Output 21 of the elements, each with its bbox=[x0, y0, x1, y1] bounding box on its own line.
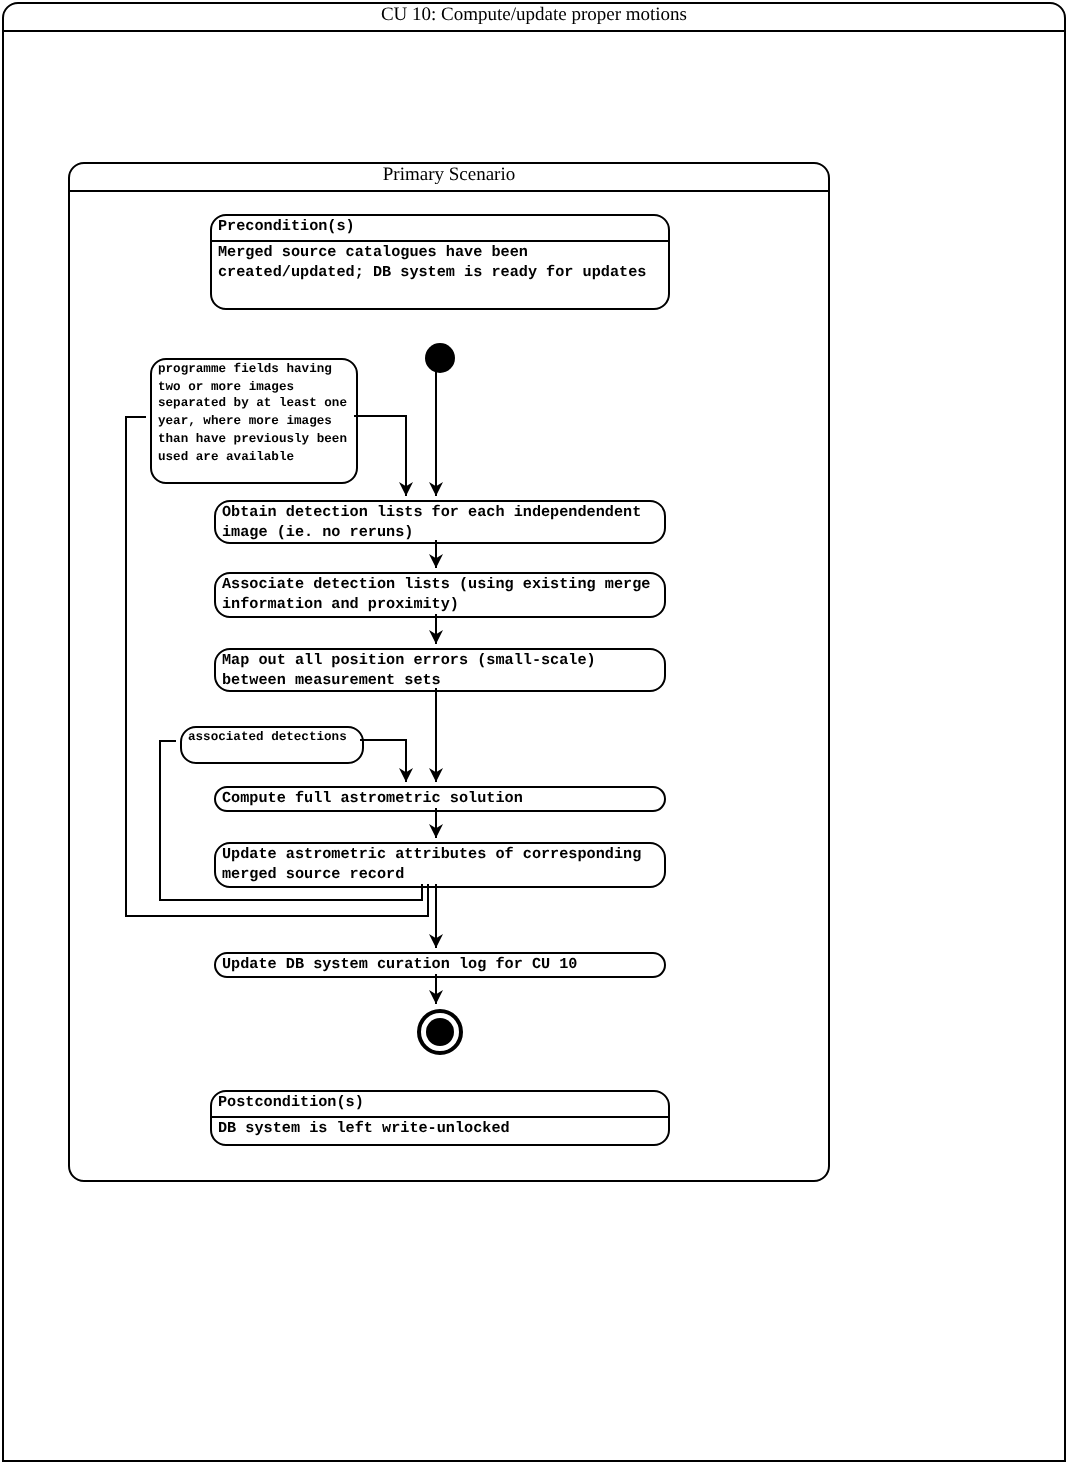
scenario-frame bbox=[68, 162, 830, 1182]
frame-title: Primary Scenario bbox=[70, 164, 828, 192]
arrow bbox=[429, 973, 443, 1005]
arrow bbox=[353, 415, 413, 497]
condition-box bbox=[210, 214, 670, 310]
loop-line bbox=[159, 740, 423, 901]
arrow bbox=[429, 807, 443, 839]
loop-line bbox=[125, 416, 429, 917]
arrow bbox=[429, 613, 443, 645]
arrow bbox=[429, 687, 443, 783]
action-box bbox=[214, 952, 666, 978]
action-box bbox=[214, 786, 666, 812]
action-box bbox=[214, 648, 666, 692]
note-box bbox=[180, 726, 364, 764]
arrow bbox=[429, 883, 443, 949]
arrow bbox=[429, 539, 443, 569]
condition-box bbox=[210, 1090, 670, 1146]
arrow bbox=[429, 369, 443, 497]
frame-title: CU 10: Compute/update proper motions bbox=[4, 4, 1064, 32]
arrow bbox=[359, 739, 413, 783]
note-box bbox=[150, 358, 358, 484]
